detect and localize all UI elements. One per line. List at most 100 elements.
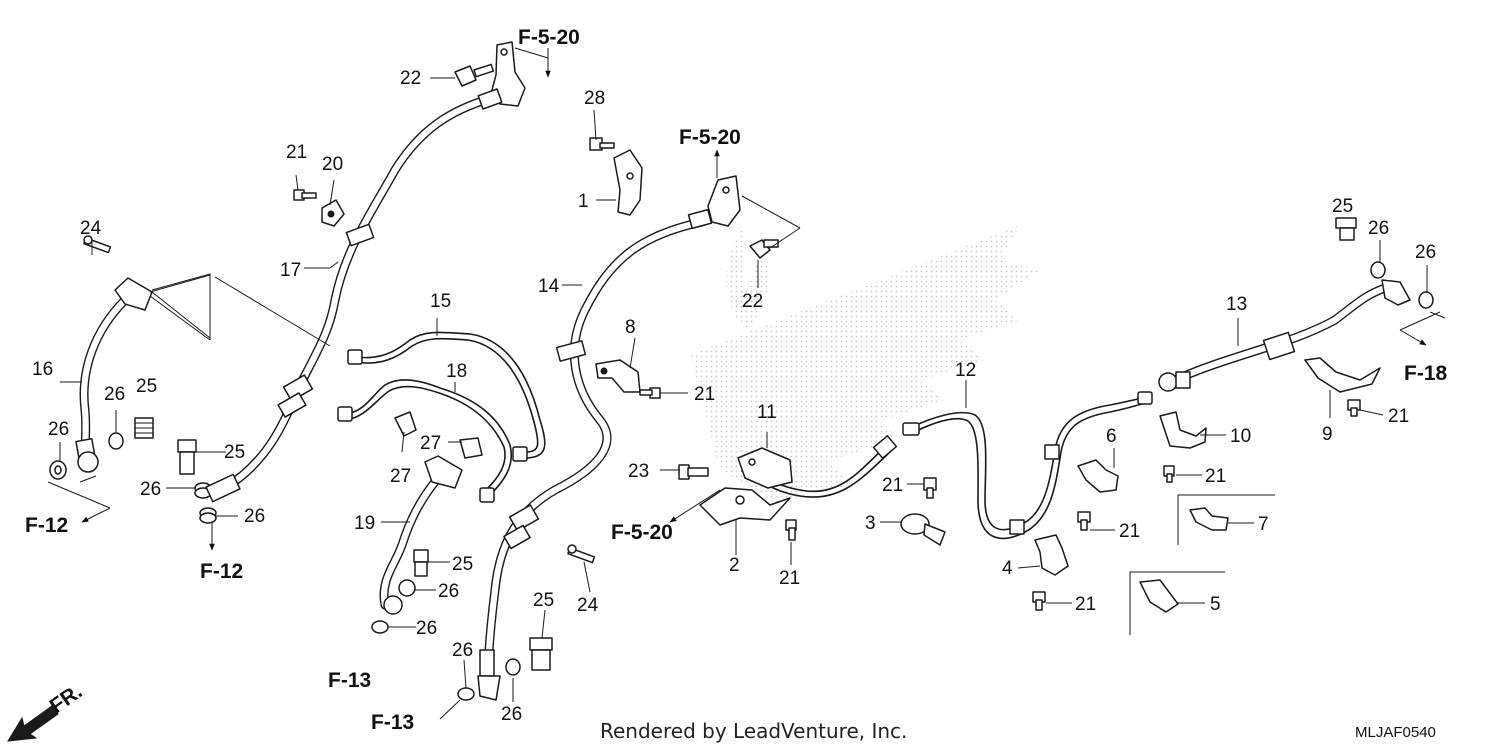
clamp-10 (1159, 411, 1207, 449)
label-19: 19 (354, 513, 375, 534)
bleeder-25-left (134, 417, 154, 439)
label-25-c: 25 (452, 554, 473, 575)
label-24-left: 24 (80, 218, 102, 239)
ref-f-5-20-right[interactable]: F-5-20 (679, 126, 741, 149)
hose-clip-upper (345, 223, 375, 247)
watermark-logo (690, 225, 1040, 505)
ref-f-13-bottom[interactable]: F-13 (371, 711, 414, 734)
label-22-top: 22 (400, 68, 421, 89)
bracket-11 (737, 447, 793, 489)
label-28: 28 (584, 88, 605, 109)
flange-bolt-22-right (749, 239, 779, 259)
banjo-fitting-16 (75, 277, 153, 473)
clamp-8 (595, 359, 641, 393)
bolt-25-mid (177, 439, 197, 475)
label-15: 15 (430, 291, 451, 312)
label-26-h: 26 (501, 704, 522, 725)
hose-13-fittings (1158, 279, 1411, 392)
label-26-j: 26 (1368, 218, 1389, 239)
label-21-10: 21 (1205, 466, 1226, 487)
label-12: 12 (955, 360, 976, 381)
label-3: 3 (865, 513, 876, 534)
bolt-21-left (293, 189, 317, 201)
label-10: 10 (1230, 426, 1251, 447)
label-4: 4 (1002, 558, 1013, 579)
bolt-24-mid (567, 544, 596, 564)
bolt-21-bracket (785, 519, 797, 541)
label-6: 6 (1106, 426, 1117, 447)
label-25-d: 25 (533, 590, 554, 611)
washer-26-left (49, 432, 124, 480)
leader-lines (47, 47, 1446, 720)
pipe-nut-15 (337, 349, 528, 503)
bracket-2 (699, 487, 791, 526)
label-21-center: 21 (694, 384, 715, 405)
clamp-20 (321, 199, 345, 227)
label-17: 17 (280, 260, 301, 281)
label-7: 7 (1258, 514, 1269, 535)
clamp-3 (900, 513, 946, 546)
clamp-5 (1139, 579, 1179, 613)
ref-f-12-left[interactable]: F-12 (25, 514, 68, 537)
bolt-21-6 (1077, 511, 1091, 531)
clamp-4 (1034, 534, 1069, 576)
clamp-6 (1077, 459, 1119, 493)
bolt-21-center (639, 387, 661, 399)
label-26-e: 26 (438, 581, 459, 602)
label-2: 2 (729, 555, 740, 576)
label-25-b: 25 (224, 442, 245, 463)
label-25-a: 25 (136, 376, 157, 397)
ref-f-13-left[interactable]: F-13 (328, 669, 371, 692)
bolt-28 (589, 137, 615, 151)
washer-26-right (1370, 261, 1434, 309)
bracket-1 (613, 149, 643, 216)
label-21-bracket: 21 (779, 568, 800, 589)
label-9: 9 (1322, 424, 1333, 445)
label-27-a: 27 (420, 433, 441, 454)
bolt-23 (678, 464, 709, 480)
label-26-f: 26 (416, 618, 437, 639)
ref-f-12-center[interactable]: F-12 (200, 560, 243, 583)
label-18: 18 (446, 361, 467, 382)
flange-bolt-22-top (454, 63, 495, 87)
ref-f-5-20-top[interactable]: F-5-20 (518, 26, 580, 49)
hose-13 (1170, 283, 1390, 385)
label-26-g: 26 (452, 640, 473, 661)
label-25-e: 25 (1332, 196, 1353, 217)
label-26-a: 26 (48, 419, 69, 440)
label-1: 1 (578, 191, 589, 212)
washer-26-lower (371, 579, 416, 634)
hose-clip-13 (1262, 331, 1296, 361)
bolt-21-clamp3 (923, 477, 937, 499)
hose-17 (220, 93, 497, 493)
hose-14 (483, 217, 707, 685)
label-21-4: 21 (1075, 594, 1096, 615)
label-22-right: 22 (742, 291, 763, 312)
bleeder-25-right (1335, 217, 1357, 241)
group-line-5 (1129, 571, 1225, 635)
part-number-labels: 22 28 21 20 24 17 14 1 22 15 16 26 25 26… (32, 68, 1436, 725)
front-arrow-icon (7, 705, 59, 742)
brake-pipe-15 (355, 331, 546, 459)
label-21-6: 21 (1119, 521, 1140, 542)
group-line-7 (1177, 494, 1275, 545)
clamp-7 (1189, 507, 1229, 531)
hose-19 (379, 473, 443, 610)
washer-26-pair (194, 482, 217, 524)
ref-f-18[interactable]: F-18 (1404, 362, 1448, 385)
label-26-d: 26 (244, 506, 265, 527)
hose-clip-14-lower (503, 504, 540, 550)
label-24-mid: 24 (577, 595, 599, 616)
bolt-24-left (83, 235, 112, 254)
bolt-25-lower (413, 549, 429, 577)
label-26-b: 26 (104, 384, 125, 405)
hose-14-end (457, 649, 501, 701)
ref-f-5-20-center[interactable]: F-5-20 (611, 521, 673, 544)
bracket-top-left (477, 41, 526, 110)
clip-27 (394, 411, 483, 459)
label-21-9: 21 (1388, 406, 1409, 427)
hose-17-end (205, 473, 241, 503)
label-26-k: 26 (1415, 242, 1436, 263)
clamp-9 (1304, 357, 1381, 393)
